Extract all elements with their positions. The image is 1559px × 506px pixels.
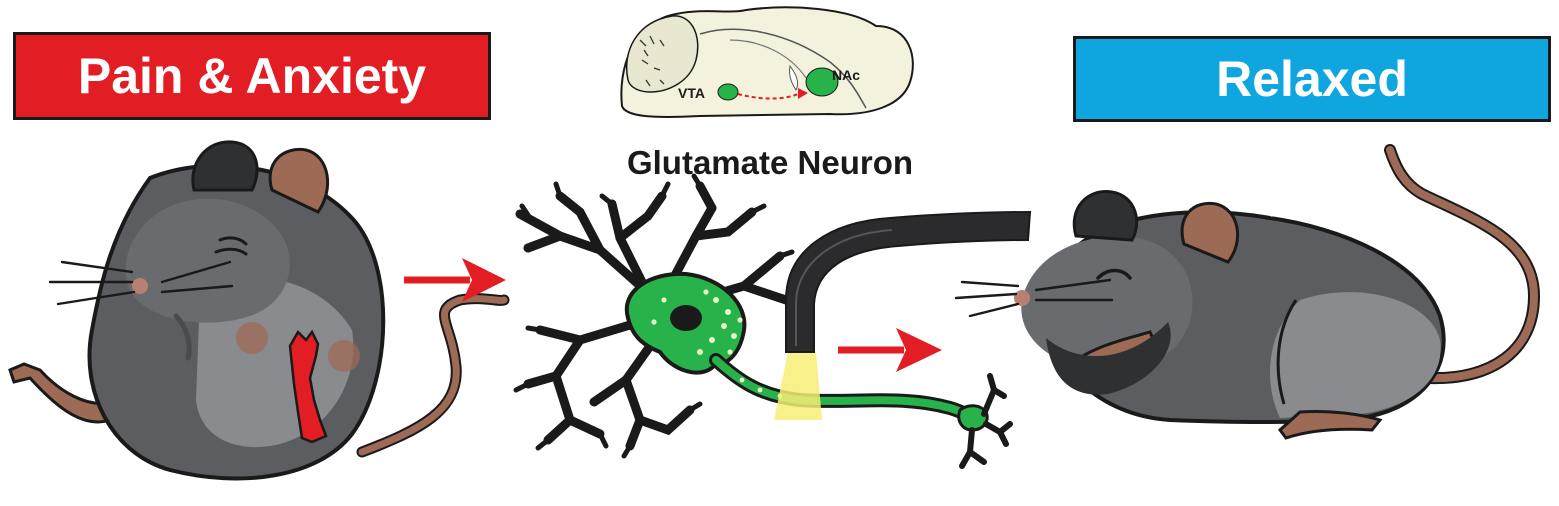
relaxed-mouse-dark-ear <box>1072 190 1139 242</box>
relaxed-mouse-whiskers <box>954 278 1114 318</box>
anxious-mouse-mouth <box>173 313 192 361</box>
vta-region <box>717 83 739 101</box>
relaxed-mouse <box>954 144 1541 440</box>
glutamate-neuron <box>513 173 1013 469</box>
anxious-mouse-paw-left <box>236 322 268 354</box>
brain-fold-2 <box>729 39 807 79</box>
anxious-mouse-nose <box>132 278 148 294</box>
relaxed-mouse-nose <box>1014 290 1030 306</box>
neuron-title: Glutamate Neuron <box>626 144 914 181</box>
anxious-mouse-whiskers <box>48 260 234 306</box>
anxious-mouse <box>8 140 510 481</box>
dendrites <box>515 181 791 451</box>
axon-terminal-branches <box>959 373 1013 469</box>
projection-arrowhead <box>798 88 808 99</box>
anxious-mouse-inflamed-paw <box>288 329 328 444</box>
brain-fold <box>699 28 867 109</box>
projection-path <box>737 93 799 100</box>
vta-label: VTA <box>678 85 705 101</box>
relaxed-mouse-smile-eye <box>1096 268 1132 280</box>
anxious-mouse-dark-ear <box>191 140 259 192</box>
anxious-mouse-back-foot <box>8 362 112 424</box>
anxious-mouse-ear <box>268 147 330 214</box>
nac-label: NAc <box>832 67 860 83</box>
relaxed-mouse-chest-shadow <box>1046 322 1171 395</box>
pain-anxiety-label: Pain & Anxiety <box>13 32 491 120</box>
neuron-nucleus <box>670 305 702 331</box>
nac-region <box>805 67 839 97</box>
cerebellum-texture <box>639 35 665 87</box>
ventricle <box>789 64 799 91</box>
brain-inset: VTA NAc <box>620 6 914 118</box>
light-beam <box>774 352 822 420</box>
relaxed-mouse-hind-foot <box>1277 409 1383 440</box>
anxious-mouse-paw-right <box>328 340 360 372</box>
fiber-cable <box>785 210 1032 353</box>
transition-arrow-right <box>838 328 942 372</box>
anxious-mouse-closed-eye <box>214 236 248 256</box>
cerebellum <box>626 15 699 93</box>
relaxed-mouse-ear <box>1180 201 1240 264</box>
relaxed-label: Relaxed <box>1073 36 1551 122</box>
relaxed-mouse-flank <box>1269 292 1441 418</box>
optic-fiber <box>774 210 1032 420</box>
transition-arrow-left <box>404 258 506 302</box>
relaxed-mouse-leg-line <box>1276 299 1298 405</box>
